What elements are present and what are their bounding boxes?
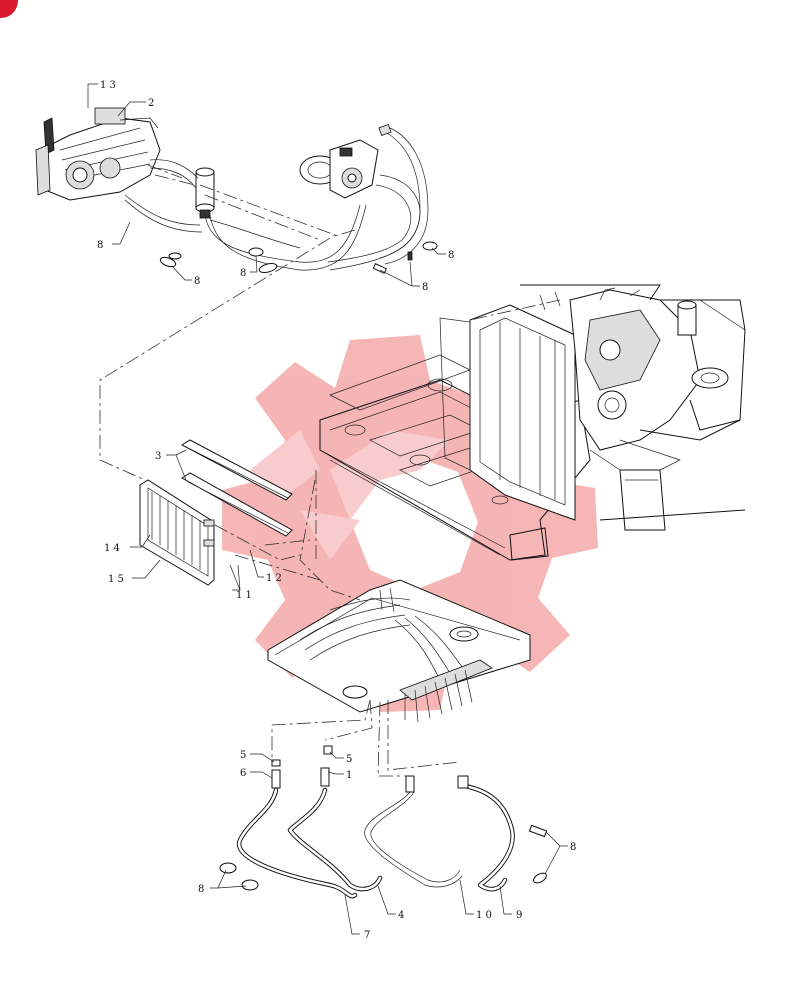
condenser [139,479,215,586]
callout-leaders [87,83,568,935]
callout-labels: 1 3 2 8 8 8 8 8 3 1 4 1 5 1 1 1 2 5 6 5 … [97,80,576,941]
callout-7: 7 [364,930,370,941]
callout-8: 8 [240,268,246,279]
callout-5: 5 [240,750,246,761]
callout-5: 5 [346,754,352,765]
connection-lines [99,164,561,777]
callout-11: 1 1 [236,590,252,601]
callout-14: 1 4 [104,543,120,554]
top-hoses [124,124,429,271]
callout-3: 3 [155,451,161,462]
callout-8: 8 [422,282,428,293]
clamp-8-group [159,241,438,274]
bottom-hoses [219,745,548,899]
callout-8: 8 [448,250,454,261]
callout-8: 8 [198,884,204,895]
callout-8: 8 [194,276,200,287]
callout-9: 9 [516,910,522,921]
callout-2: 2 [148,98,154,109]
machine-chassis [319,284,746,561]
callout-6: 6 [240,768,246,779]
callout-8: 8 [97,240,103,251]
hvac-unit [35,107,161,201]
callout-4: 4 [398,910,404,921]
condenser-brackets [180,439,293,537]
callout-13: 1 3 [100,80,116,91]
callout-10: 1 0 [476,910,492,921]
receiver-drier [195,167,215,219]
callout-1: 1 [346,770,352,781]
ac-compressor [299,139,379,199]
floor-valve-assembly [267,579,531,723]
corner-badge-icon [0,0,18,18]
callout-8: 8 [570,842,576,853]
callout-15: 1 5 [108,574,124,585]
callout-12: 1 2 [266,573,282,584]
